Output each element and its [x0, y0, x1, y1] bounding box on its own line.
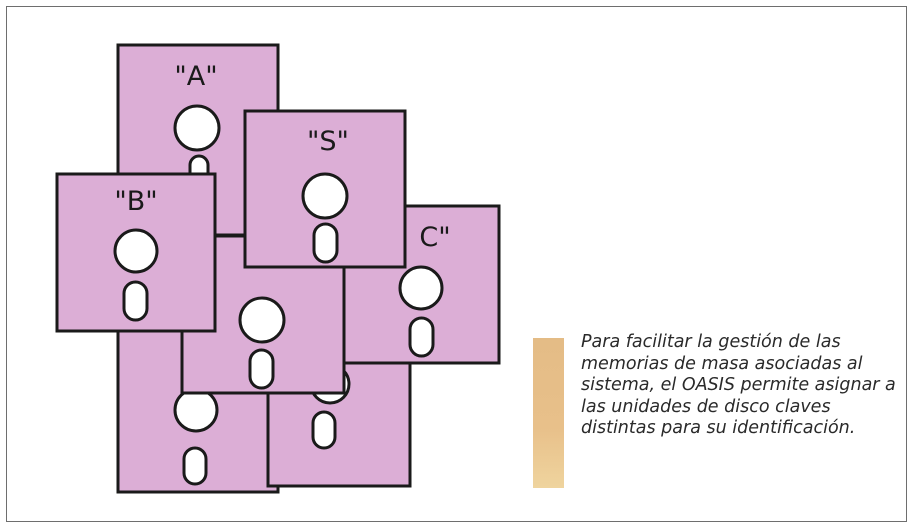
caption-accent-bar: [533, 338, 564, 488]
disk-a-label: "A": [174, 61, 217, 92]
disk-s-label: "S": [307, 126, 349, 157]
floppy-disk-b: "B": [55, 172, 217, 333]
disk-b-label: "B": [114, 186, 157, 217]
figure-caption: Para facilitar la gestión de las memoria…: [581, 332, 896, 438]
disk-c-label: C": [419, 222, 450, 253]
floppy-disk-s: "S": [243, 109, 407, 269]
